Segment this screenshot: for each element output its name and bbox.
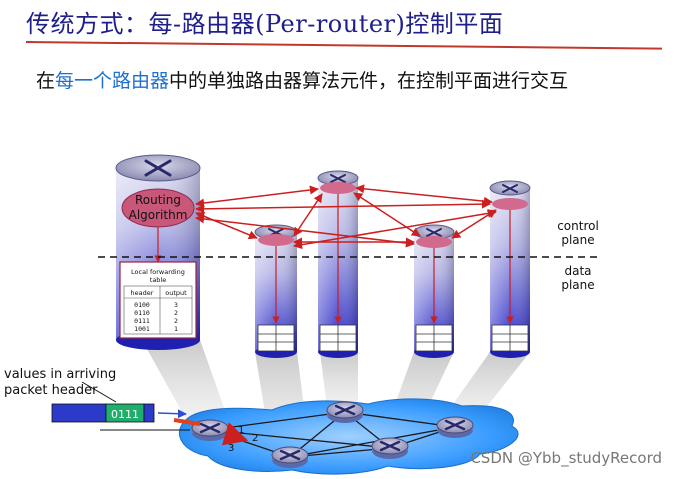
page-title: 传统方式：每-路由器(Per-router)控制平面 [26, 10, 504, 38]
local-forwarding-table: Local forwarding table header output 010… [119, 261, 197, 339]
port-label-2: 2 [252, 433, 258, 444]
small-table-5 [491, 324, 529, 352]
forwarding-output-arrow [221, 422, 249, 446]
router-icon-d [370, 436, 410, 461]
forwarding-table-cell: 0111 [134, 317, 150, 325]
small-forwarding-tables [257, 324, 529, 352]
forwarding-table-title-1: Local forwarding [131, 268, 185, 276]
router-icon-c [270, 445, 310, 470]
port-label-1: 1 [238, 425, 244, 436]
arriving-label-pointer [81, 381, 117, 403]
subtitle-prefix: 在 [36, 70, 56, 92]
forwarding-table-cell: 0100 [134, 301, 150, 309]
data-plane-label-1: data [564, 264, 591, 278]
port-label-3: 3 [228, 443, 234, 454]
routing-algorithm-node-2 [258, 234, 294, 246]
forwarding-table-cell: 0110 [134, 309, 150, 317]
subtitle-highlight: 每一个路由器 [55, 70, 170, 92]
forwarding-table-cell: 3 [174, 301, 178, 309]
forwarding-table-cell: 2 [174, 317, 178, 325]
forwarding-table-cell: 1001 [134, 325, 150, 333]
small-table-4 [415, 324, 453, 352]
watermark: CSDN @Ybb_studyRecord [470, 449, 662, 467]
routing-algorithm-node-4 [416, 236, 452, 248]
packet-header-value: 0111 [111, 408, 139, 421]
arriving-label-2: packet header [4, 383, 98, 398]
arriving-packet [51, 403, 155, 423]
routing-algorithm-node-3 [320, 182, 356, 194]
forwarding-table-header-col: header [131, 289, 154, 297]
forwarding-table-output-col: output [165, 289, 187, 297]
control-to-data-arrows [154, 194, 514, 324]
router-icon-e [435, 415, 475, 440]
data-plane-label-2: plane [561, 278, 594, 292]
routing-algorithm-node-5 [492, 198, 528, 210]
arriving-label-1: values in arriving [4, 367, 116, 382]
network-cloud [178, 398, 519, 475]
packet-arrow [157, 409, 187, 419]
subtitle-suffix: 中的单独路由器算法元件，在控制平面进行交互 [169, 70, 569, 92]
routing-algorithm-label-1: Routing [135, 193, 181, 207]
control-plane-label-1: control [557, 219, 599, 233]
forwarding-table-title-2: table [150, 276, 166, 284]
control-plane-arrows [195, 184, 497, 250]
router-icon-b [325, 400, 365, 425]
control-plane-label-2: plane [561, 233, 594, 247]
forwarding-path [173, 418, 201, 426]
small-table-3 [319, 324, 357, 352]
forwarding-table-cell: 2 [174, 309, 178, 317]
small-table-2 [257, 324, 295, 352]
routing-algorithm-label-2: Algorithm [129, 208, 188, 222]
subtitle: 在每一个路由器中的单独路由器算法元件，在控制平面进行交互 [36, 66, 666, 96]
forwarding-table-cell: 1 [174, 325, 178, 333]
